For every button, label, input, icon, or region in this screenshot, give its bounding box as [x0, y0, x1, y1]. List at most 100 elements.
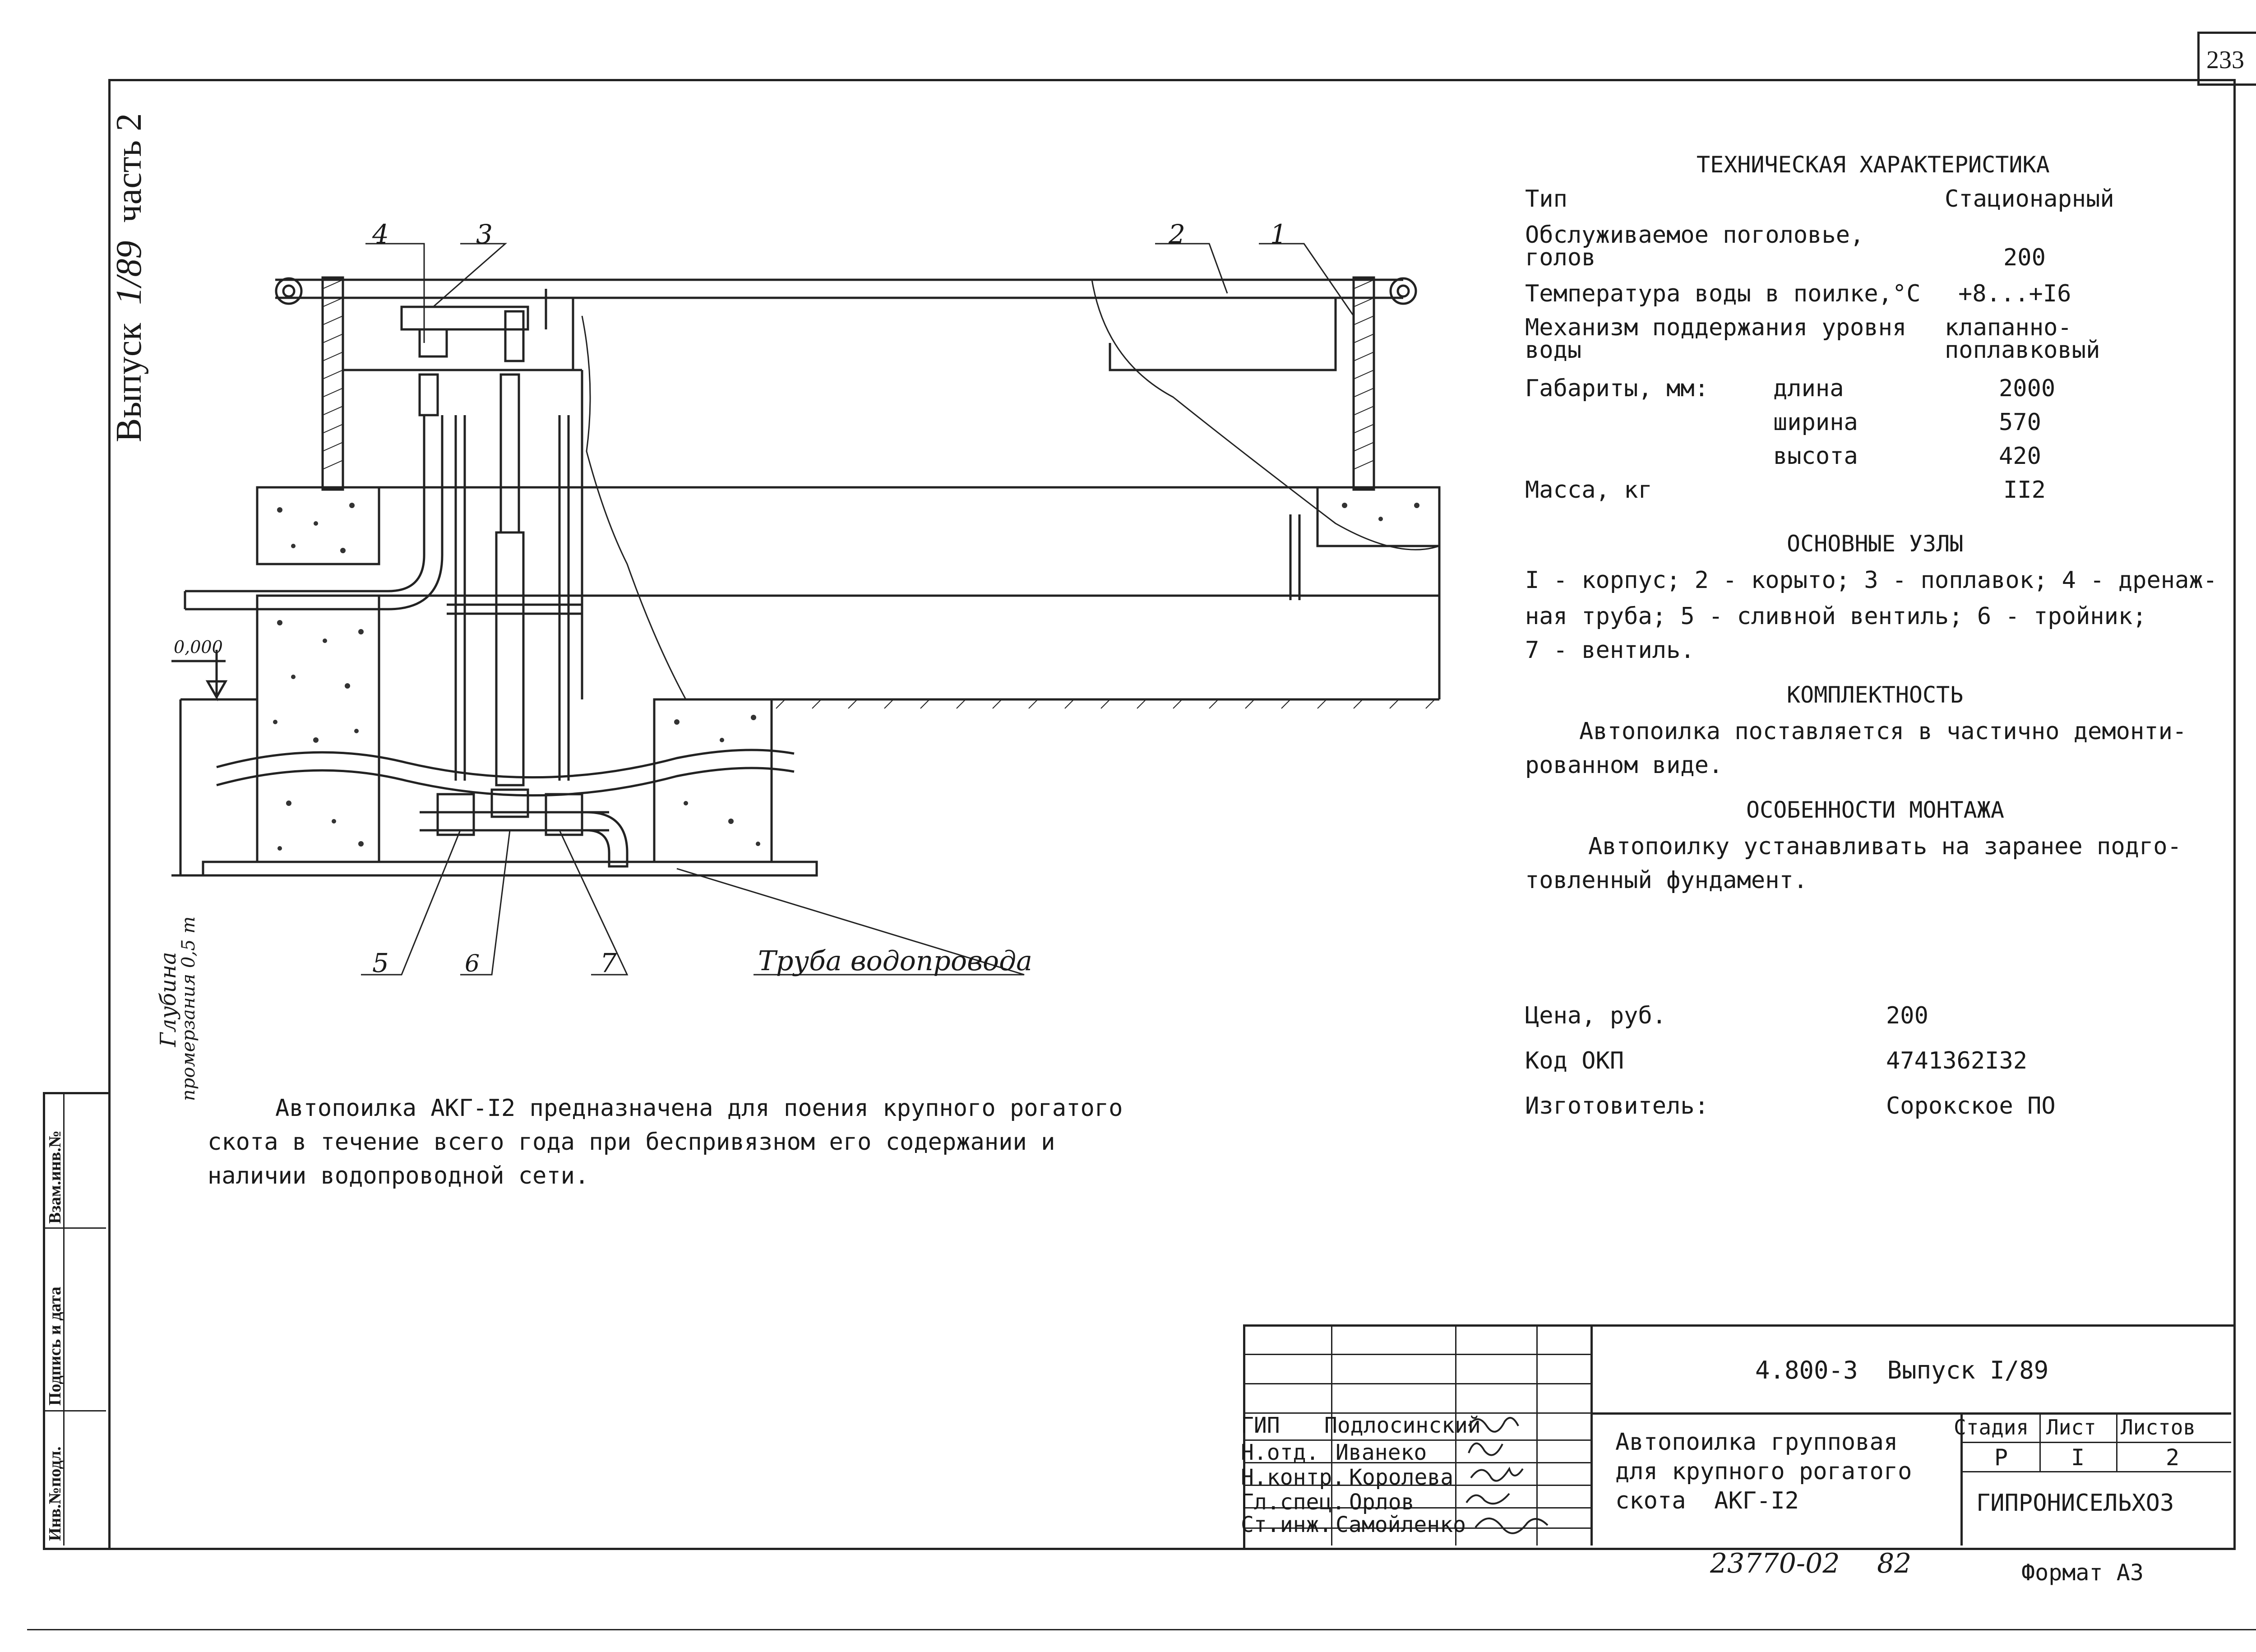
- tb-role-glspec: Гл.спец.: [1241, 1490, 1345, 1515]
- tech-dim-length-name: длина: [1773, 375, 1844, 402]
- tech-dim-height-value: 420: [1999, 443, 2041, 470]
- tb-archive-no: 23770-02: [1710, 1548, 1840, 1579]
- tb-left-row2: [1243, 1383, 1590, 1384]
- tech-type-value: Стационарный: [1945, 185, 2114, 213]
- nodes-line-2: ная труба; 5 - сливной вентиль; 6 - трой…: [1525, 603, 2147, 630]
- side-stamp-row1: [43, 1410, 106, 1411]
- tb-split-right: [1960, 1412, 1963, 1546]
- tb-organization: ГИПРОНИСЕЛЬХОЗ: [1976, 1490, 2174, 1517]
- tb-left-row6: [1243, 1485, 1590, 1486]
- nodes-title: ОСНОВНЫЕ УЗЛЫ: [1787, 531, 1964, 557]
- kit-line-2: рованном виде.: [1525, 752, 1723, 779]
- tech-level-value: клапанно-: [1945, 314, 2072, 341]
- tb-sheets: 2: [2166, 1444, 2180, 1471]
- tb-left-col3: [1536, 1324, 1538, 1546]
- tb-left-row8: [1243, 1527, 1590, 1529]
- tb-left-row1: [1243, 1354, 1590, 1355]
- tech-mass-value: II2: [2003, 477, 2046, 504]
- side-stamp-row2: [43, 1227, 106, 1229]
- tech-herd-label2: голов: [1525, 244, 1596, 271]
- tech-dim-height-name: высота: [1773, 443, 1858, 470]
- maker-value: Сорокское ПО: [1886, 1092, 2056, 1120]
- tech-level-value2: поплавковый: [1945, 337, 2100, 364]
- tb-row-designation: [1590, 1412, 2231, 1415]
- kit-title: КОМПЛЕКТНОСТЬ: [1787, 682, 1964, 708]
- tech-herd-label: Обслуживаемое поголовье,: [1525, 222, 1864, 249]
- description-line-3: наличии водопроводной сети.: [208, 1162, 589, 1189]
- tb-stage-row1: [1960, 1442, 2231, 1443]
- tb-name-nkontr: Королева: [1349, 1465, 1454, 1490]
- level-mark: 0,000: [174, 637, 223, 657]
- tech-level-label: Механизм поддержания уровня: [1525, 314, 1907, 341]
- side-stamp: [43, 1092, 111, 1550]
- tech-dims-label: Габариты, мм:: [1525, 375, 1709, 402]
- tech-herd-value: 200: [2003, 244, 2046, 271]
- callout-7: 7: [600, 948, 617, 978]
- tech-temp-value: +8...+I6: [1958, 280, 2071, 307]
- sheet-number-box: [2197, 32, 2256, 86]
- tb-left-col2: [1455, 1324, 1456, 1546]
- tb-sheet-header: Лист: [2046, 1415, 2096, 1439]
- price-value: 200: [1886, 1002, 1928, 1029]
- tb-stage-header: Стадия: [1954, 1415, 2029, 1439]
- tb-sheet: I: [2071, 1444, 2085, 1471]
- tb-name-glspec: Орлов: [1349, 1490, 1415, 1515]
- mount-title: ОСОБЕННОСТИ МОНТАЖА: [1746, 797, 2004, 823]
- kit-line-1: Автопоилка поставляется в частично демон…: [1579, 718, 2187, 745]
- description-line-2: скота в течение всего года при беспривяз…: [208, 1129, 1055, 1156]
- tb-role-gip: ГИП: [1241, 1413, 1280, 1438]
- tb-product-name-1: Автопоилка групповая: [1615, 1429, 1898, 1456]
- drawing-frame: [108, 79, 2236, 1550]
- tb-stage-col2: [2116, 1412, 2117, 1471]
- mount-line-2: товленный фундамент.: [1525, 867, 1808, 894]
- nodes-line-1: I - корпус; 2 - корыто; 3 - поплавок; 4 …: [1525, 567, 2218, 594]
- tech-mass-label: Масса, кг: [1525, 477, 1652, 504]
- description-line-1: Автопоилка АКГ-I2 предназначена для поен…: [275, 1095, 1123, 1122]
- tb-stage-row2: [1960, 1471, 2231, 1472]
- tb-left-row7: [1243, 1507, 1590, 1509]
- tb-name-gip: Подлосинский: [1324, 1413, 1481, 1438]
- sheet-number: 233: [2206, 46, 2244, 74]
- tb-role-nkontr: Н.контр.: [1241, 1465, 1345, 1490]
- tb-format: Формат А3: [2021, 1559, 2144, 1586]
- callout-1: 1: [1270, 219, 1287, 250]
- tb-product-name-2: для крупного рогатого: [1615, 1458, 1912, 1485]
- tb-role-notd: Н.отд.: [1241, 1440, 1319, 1465]
- side-stamp-divider: [63, 1092, 65, 1546]
- callout-6: 6: [465, 950, 480, 977]
- tb-split-main: [1590, 1324, 1593, 1546]
- tech-dim-width-name: ширина: [1773, 409, 1858, 436]
- tb-name-notd: Иванеко: [1336, 1440, 1427, 1465]
- tech-dim-length-value: 2000: [1999, 375, 2056, 402]
- tb-left-row4: [1243, 1439, 1590, 1441]
- tb-left-row3: [1243, 1412, 1590, 1414]
- callout-5: 5: [372, 948, 389, 978]
- tb-left-row5: [1243, 1462, 1590, 1463]
- tech-type-label: Тип: [1525, 185, 1567, 213]
- pipe-label: Труба водопровода: [758, 945, 1032, 977]
- maker-label: Изготовитель:: [1525, 1092, 1709, 1120]
- callout-4: 4: [372, 219, 389, 250]
- tb-sheets-header: Листов: [2121, 1415, 2196, 1439]
- tech-title: ТЕХНИЧЕСКАЯ ХАРАКТЕРИСТИКА: [1697, 152, 2050, 178]
- tb-product-name-3: скота АКГ-I2: [1615, 1487, 1799, 1514]
- tb-archive-page: 82: [1877, 1548, 1912, 1579]
- tb-designation: 4.800-3 Выпуск I/89: [1755, 1356, 2049, 1384]
- okp-value: 4741362I32: [1886, 1047, 2028, 1074]
- nodes-line-3: 7 - вентиль.: [1525, 637, 1695, 664]
- tech-level-label2: воды: [1525, 337, 1582, 364]
- tb-left-col1: [1331, 1324, 1332, 1546]
- callout-2: 2: [1169, 219, 1185, 250]
- tech-temp-label: Температура воды в поилке,°С: [1525, 280, 1921, 307]
- bottom-trim-line: [27, 1629, 2256, 1630]
- price-label: Цена, руб.: [1525, 1002, 1667, 1029]
- tb-name-stinzh: Самойленко: [1336, 1512, 1466, 1537]
- title-block: [1243, 1324, 2233, 1548]
- tb-role-stinzh: Ст.инж.: [1241, 1512, 1332, 1537]
- okp-label: Код ОКП: [1525, 1047, 1624, 1074]
- tb-stage: Р: [1994, 1444, 2008, 1471]
- mount-line-1: Автопоилку устанавливать на заранее подг…: [1588, 833, 2182, 860]
- tech-dim-width-value: 570: [1999, 409, 2041, 436]
